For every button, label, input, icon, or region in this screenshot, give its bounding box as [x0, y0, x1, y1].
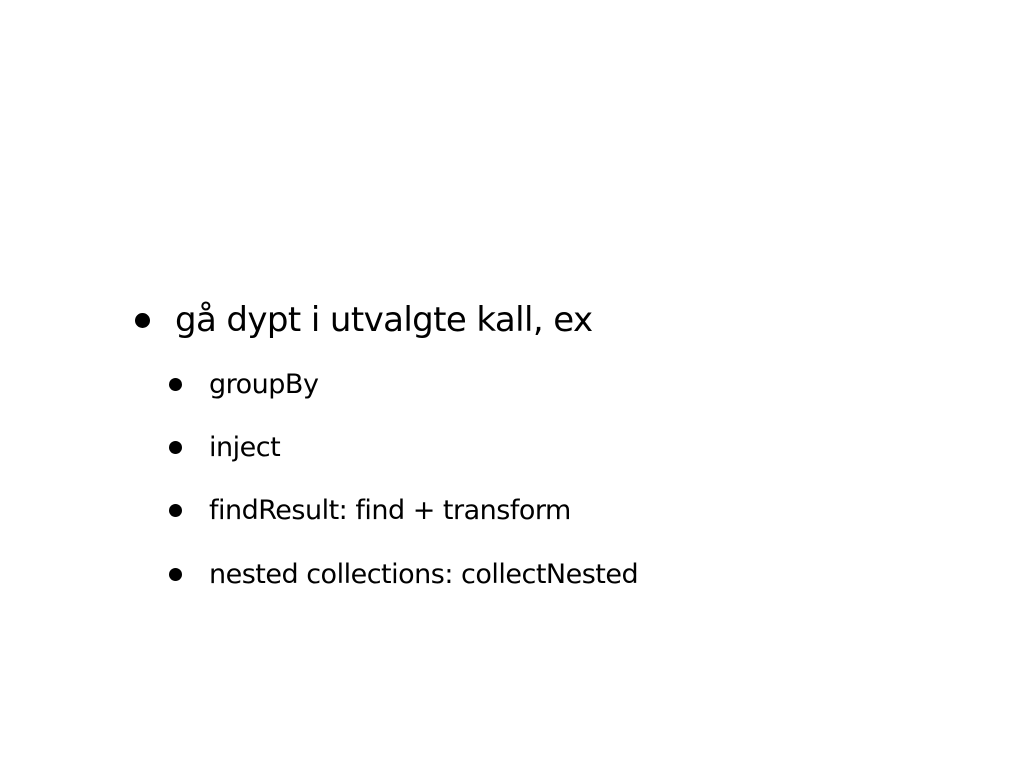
sub-bullet-item: groupBy — [169, 366, 319, 402]
sub-bullet-text: nested collections: collectNested — [209, 558, 639, 590]
sub-bullet-text: groupBy — [209, 368, 319, 400]
sub-bullet-text: inject — [209, 431, 281, 463]
bullet-text: gå dypt i utvalgte kall, ex — [175, 300, 593, 340]
bullet-dot-icon — [135, 312, 150, 328]
bullet-dot-icon — [169, 377, 182, 391]
sub-bullet-item: findResult: find + transform — [169, 492, 571, 528]
sub-bullet-item: inject — [169, 429, 281, 465]
bullet-dot-icon — [169, 567, 182, 581]
sub-bullet-text: findResult: find + transform — [209, 494, 571, 526]
bullet-dot-icon — [169, 503, 182, 517]
bullet-dot-icon — [169, 440, 182, 454]
bullet-item: gå dypt i utvalgte kall, ex — [135, 297, 593, 343]
sub-bullet-item: nested collections: collectNested — [169, 556, 639, 592]
